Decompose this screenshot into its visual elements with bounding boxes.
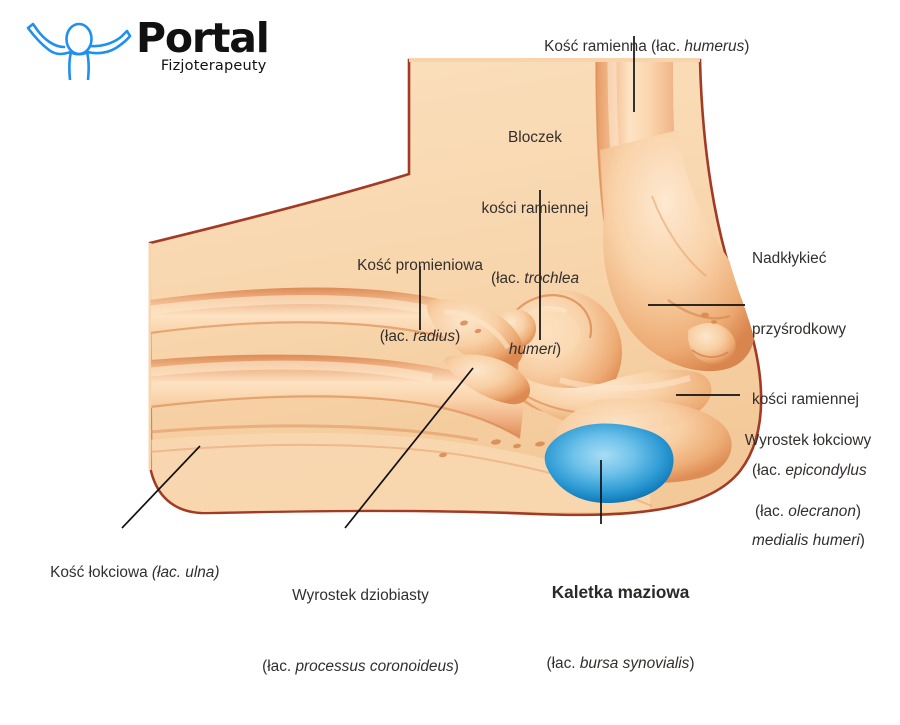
coronoid-process xyxy=(444,354,530,405)
label-radius-pl: Kość promieniowa xyxy=(357,257,483,274)
label-humerus-open: (łac. xyxy=(651,37,685,55)
label-bursa-pl: Kaletka maziowa xyxy=(551,582,690,602)
label-radius: Kość promieniowa (łac. radius) xyxy=(340,207,500,395)
label-ulna: Kość łokciowa (łac. ulna) xyxy=(33,537,220,608)
label-bursa-latin-line: (łac. bursa synovialis) xyxy=(518,652,723,676)
label-trochlea-latin1: trochlea xyxy=(524,270,580,287)
label-bursa-open: (łac. xyxy=(546,654,580,672)
label-radius-open: (łac. xyxy=(379,327,414,345)
label-epi-latin1: epicondylus xyxy=(785,461,867,479)
label-bursa: Kaletka maziowa (łac. bursa synovialis) xyxy=(518,534,723,722)
leader-ulna xyxy=(121,445,201,529)
label-olecranon-latin-line: (łac. olecranon) xyxy=(718,500,898,524)
label-olecranon-pl: Wyrostek łokciowy xyxy=(744,432,872,449)
logo-wordmark: Portal Fizjoterapeuty xyxy=(136,14,270,74)
leader-coronoideus xyxy=(344,367,474,529)
label-epi-l3: kości ramiennej xyxy=(752,391,859,408)
label-epicondylus: Nadkłykieć przyśrodkowy kości ramiennej … xyxy=(752,200,900,600)
diagram-canvas: Portal Fizjoterapeuty xyxy=(18,10,900,675)
label-coro-open: (łac. xyxy=(262,657,296,675)
label-olecranon-close: ) xyxy=(855,502,862,520)
bursa-synovialis xyxy=(544,423,674,504)
label-trochlea-l2: kości ramiennej xyxy=(481,199,589,217)
label-trochlea: Bloczek kości ramiennej (łac. trochlea h… xyxy=(470,79,600,408)
label-bursa-latin: bursa synovialis xyxy=(579,654,690,672)
label-ulna-open: (łac. xyxy=(151,563,186,581)
physiotherapy-figure-icon xyxy=(26,22,132,80)
label-trochlea-close: ) xyxy=(555,340,562,358)
label-radius-latin: radius xyxy=(413,327,456,345)
label-ulna-pl: Kość łokciowa xyxy=(50,563,152,581)
logo-title: Portal xyxy=(136,14,270,62)
label-radius-latin-line: (łac. radius) xyxy=(340,325,500,349)
elbow-anatomy-illustration xyxy=(121,36,763,529)
label-coro-latin-line: (łac. processus coronoideus) xyxy=(248,655,473,679)
label-epi-open: (łac. xyxy=(752,461,786,479)
label-trochlea-open: (łac. xyxy=(490,270,525,287)
label-ulna-italic-group: (łac. ulna) xyxy=(152,564,220,581)
label-ulna-latin: ulna xyxy=(185,563,215,581)
bones-group xyxy=(150,62,756,512)
logo-subtitle: Fizjoterapeuty xyxy=(160,58,267,74)
label-olecranon: Wyrostek łokciowy (łac. olecranon) xyxy=(718,382,898,570)
distal-humerus xyxy=(600,130,756,372)
radial-head xyxy=(427,299,524,368)
leader-lines xyxy=(121,36,745,529)
label-humerus: Kość ramienna (łac. humerus) xyxy=(527,11,749,82)
label-epi-l1: Nadkłykieć xyxy=(752,250,827,267)
bone-foramina xyxy=(439,312,717,458)
label-coro-close: ) xyxy=(453,657,459,675)
label-humerus-latin: humerus xyxy=(684,37,745,55)
label-coro-pl: Wyrostek dziobiasty xyxy=(292,587,429,604)
label-bursa-close: ) xyxy=(689,654,695,672)
label-humerus-pl: Kość ramienna xyxy=(544,37,652,55)
label-humerus-close: ) xyxy=(744,37,750,55)
label-trochlea-latin2: humeri xyxy=(508,340,556,358)
label-trochlea-l4: humeri) xyxy=(470,338,600,362)
label-epi-l4: (łac. epicondylus xyxy=(752,459,900,483)
label-olecranon-open: (łac. xyxy=(754,502,789,520)
label-coronoideus: Wyrostek dziobiasty (łac. processus coro… xyxy=(248,537,473,725)
label-trochlea-l1: Bloczek xyxy=(508,129,562,146)
label-trochlea-l3: (łac. trochlea xyxy=(470,267,600,291)
label-coro-latin: processus coronoideus xyxy=(295,657,454,675)
site-logo: Portal Fizjoterapeuty xyxy=(18,10,270,90)
label-epi-l5: medialis humeri) xyxy=(752,529,900,553)
label-radius-close: ) xyxy=(455,327,461,345)
label-olecranon-latin: olecranon xyxy=(788,502,856,520)
label-ulna-close: ) xyxy=(214,563,220,581)
label-epi-latin2: medialis humeri xyxy=(752,532,860,549)
label-epi-close: ) xyxy=(859,532,865,549)
label-epi-l2: przyśrodkowy xyxy=(752,320,847,338)
